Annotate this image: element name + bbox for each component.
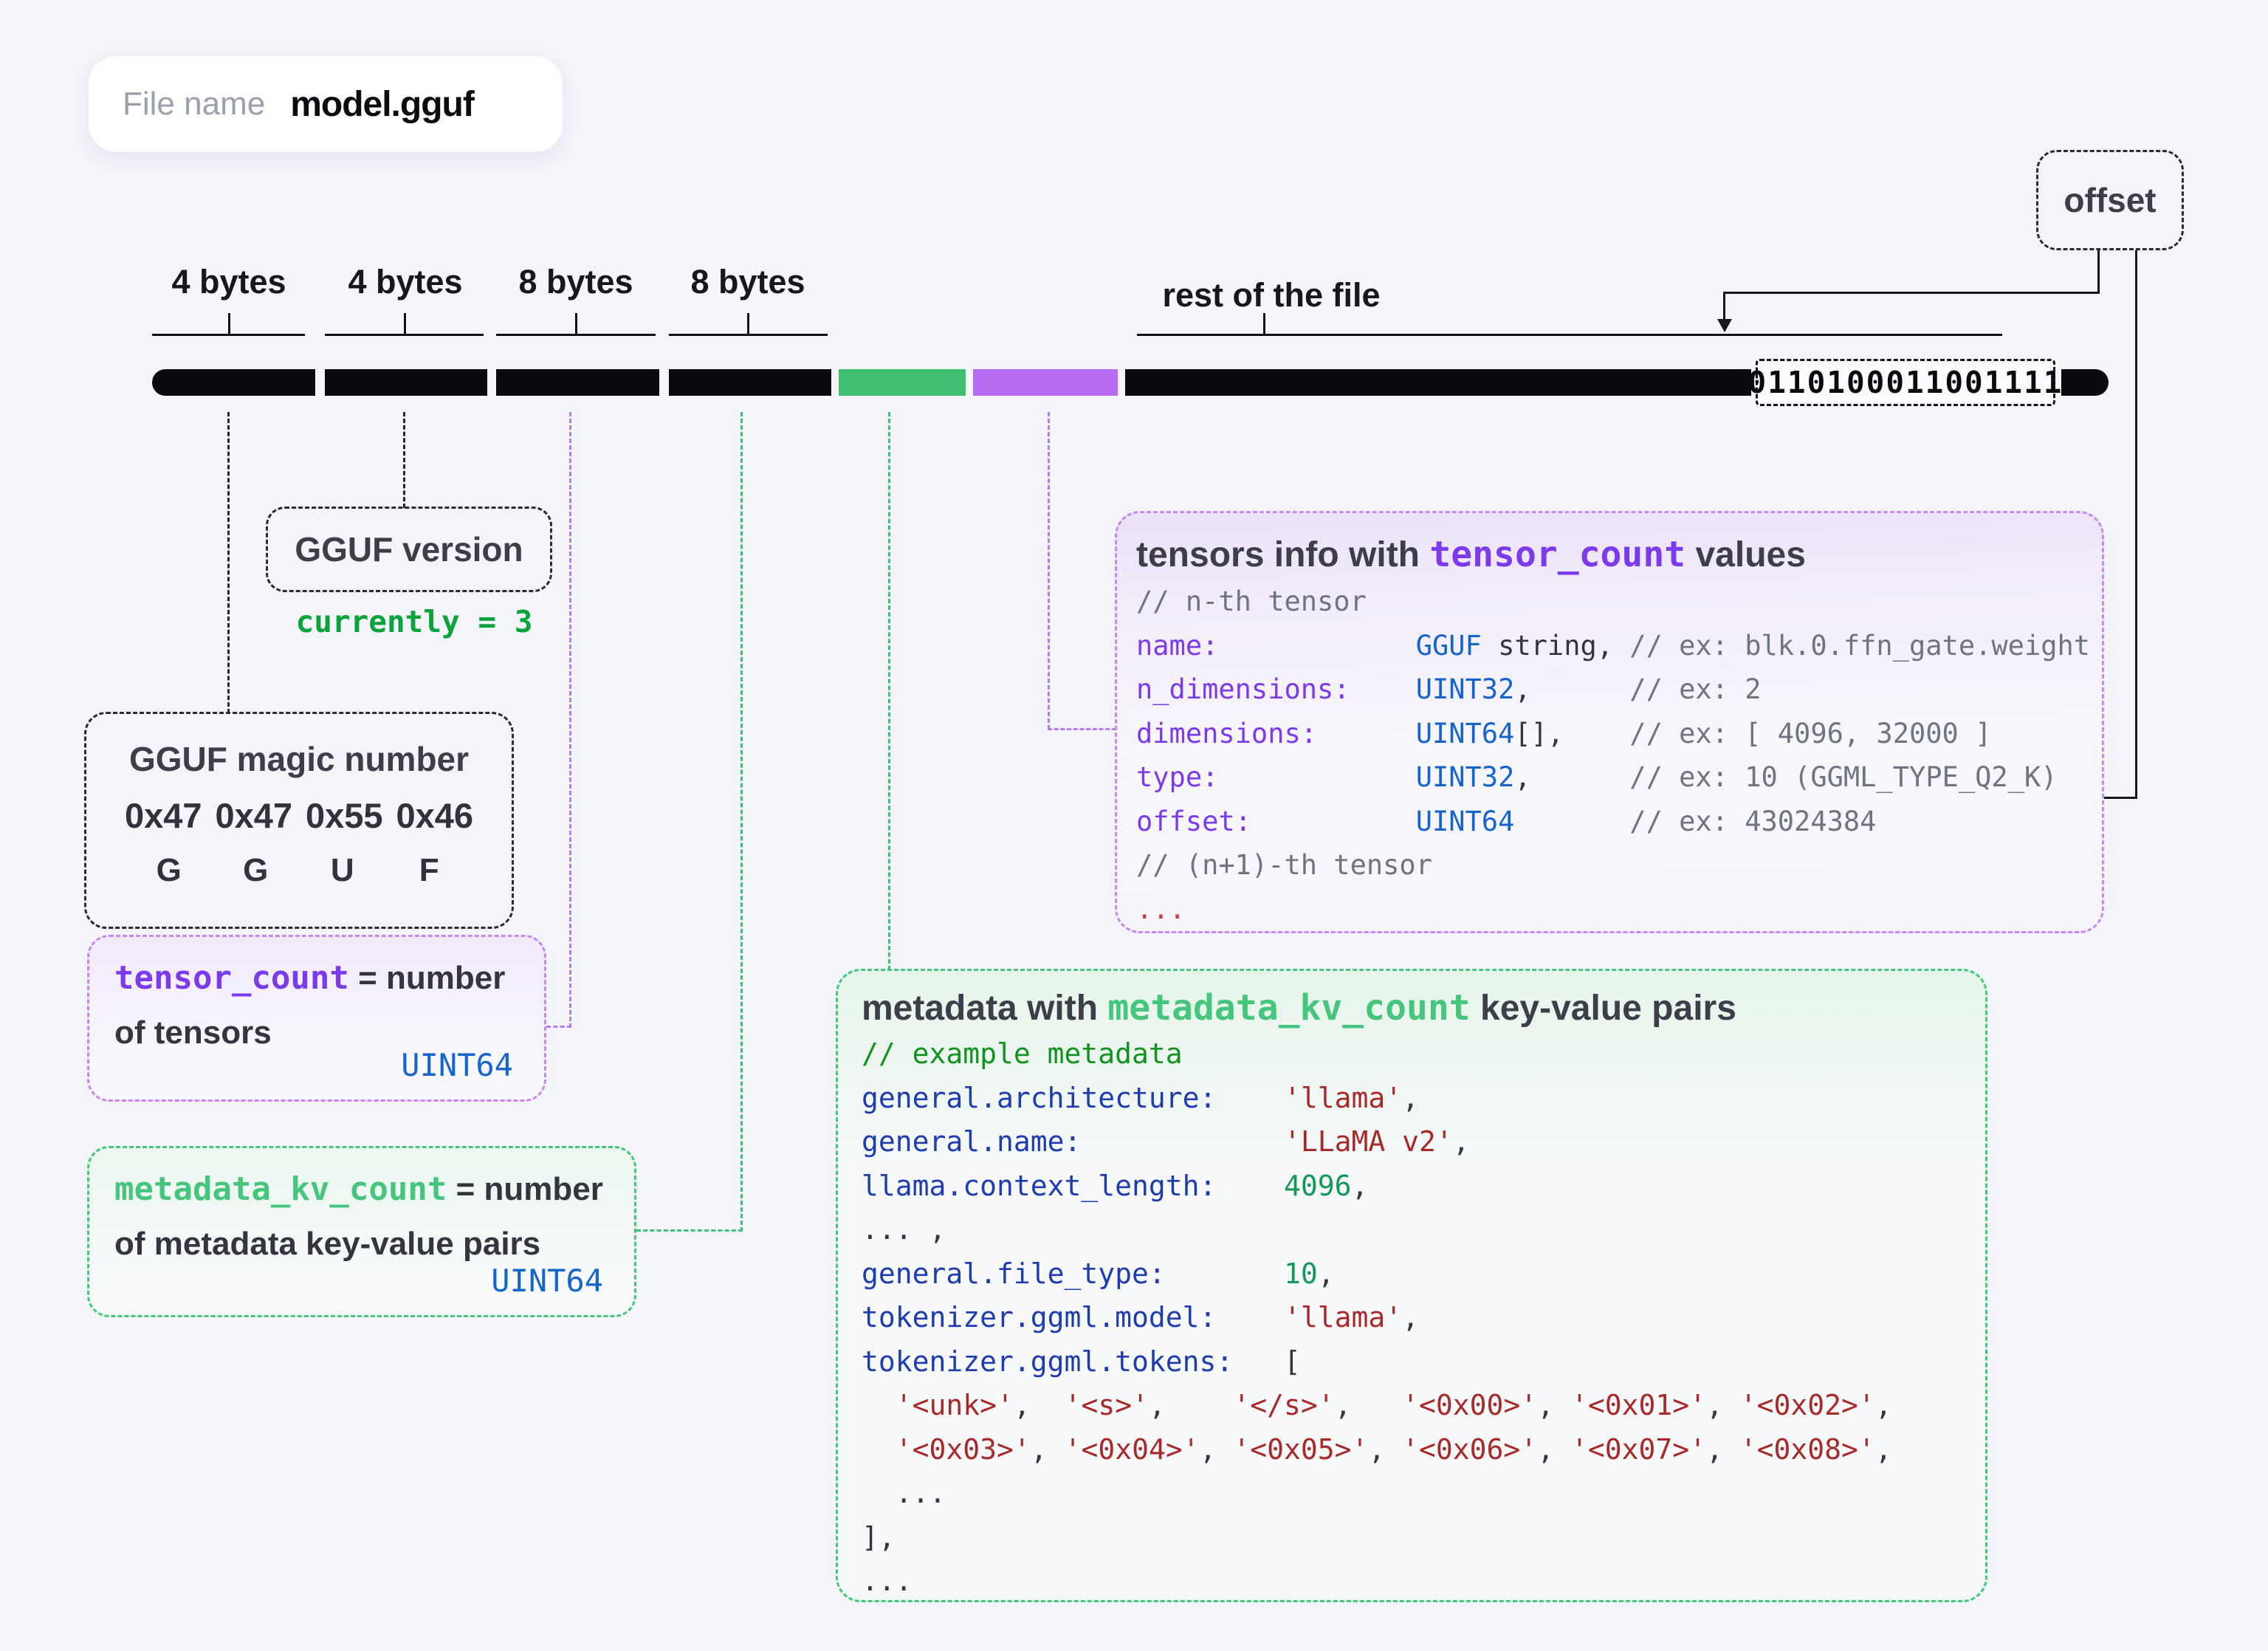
bar-segment-metadata (839, 369, 966, 396)
magic-char: G (243, 852, 269, 888)
byte-label-metadata-count: 8 bytes (690, 263, 805, 301)
offset-arrow-line (2097, 250, 2100, 294)
connector-tensor-count (569, 412, 571, 1028)
bracket-tick (404, 313, 406, 334)
bracket (152, 334, 305, 336)
magic-hex: 0x46 (396, 796, 474, 835)
connector-metadata-count (740, 412, 743, 1232)
connector-tensors-box (1048, 412, 1050, 730)
metadata-title: metadata with metadata_kv_count key-valu… (862, 987, 1736, 1029)
magic-hex: 0x47 (215, 796, 293, 835)
offset-value-line (2135, 250, 2137, 798)
bar-segment-metadata-count (669, 369, 831, 396)
bar-segment-version (325, 369, 487, 396)
magic-char: G (156, 852, 182, 888)
byte-label-version: 4 bytes (348, 263, 463, 301)
file-name-pill: File name model.gguf (89, 56, 563, 152)
offset-box: offset (2036, 150, 2184, 250)
connector-metadata-count-stub (636, 1229, 743, 1232)
offset-arrow-line (1723, 292, 1725, 321)
tensors-info-box: tensors info with tensor_count values //… (1115, 511, 2104, 933)
offset-arrow-line (1723, 292, 2100, 294)
bracket (496, 334, 656, 336)
magic-hex-row: 0x47 0x47 0x55 0x46 (118, 795, 480, 836)
connector-magic (227, 412, 230, 713)
metadata-kv-line1: metadata_kv_count = number (114, 1170, 603, 1208)
connector-metadata-box (888, 412, 890, 970)
gguf-magic-box: GGUF magic number 0x47 0x47 0x55 0x46 G … (84, 712, 514, 929)
magic-char-row: G G U F (126, 852, 472, 889)
bracket (325, 334, 484, 336)
magic-hex: 0x47 (124, 796, 202, 835)
bar-segment-magic (152, 369, 315, 396)
bracket-tick (747, 313, 749, 334)
magic-char: U (330, 852, 354, 888)
bar-segment-tensor-count (496, 369, 659, 396)
metadata-kv-count-box: metadata_kv_count = number of metadata k… (87, 1146, 636, 1317)
bracket-tick (1263, 313, 1265, 334)
metadata-kv-line2: of metadata key-value pairs (114, 1226, 541, 1262)
binary-data-box: 101101000110011110 (1728, 359, 2081, 406)
metadata-box: metadata with metadata_kv_count key-valu… (836, 969, 1987, 1602)
gguf-version-box: GGUF version (266, 507, 552, 592)
bracket-tick (228, 313, 230, 334)
metadata-kv-type: UINT64 (491, 1263, 603, 1299)
magic-hex: 0x55 (305, 796, 383, 835)
connector-version (403, 412, 405, 508)
gguf-version-title: GGUF version (295, 530, 523, 569)
version-note: currently = 3 (295, 604, 533, 639)
tensor-count-type: UINT64 (401, 1047, 513, 1083)
arrow-down-icon (1717, 319, 1732, 332)
byte-label-magic: 4 bytes (171, 263, 286, 301)
rest-of-file-label: rest of the file (1162, 276, 1381, 314)
file-name-label: File name (123, 86, 266, 122)
connector-tensor-count-stub (546, 1026, 571, 1028)
bar-segment-end-cap (2061, 369, 2109, 396)
tensor-count-line1: tensor_count = number (114, 959, 506, 997)
tensor-count-line2: of tensors (114, 1015, 272, 1051)
tensor-count-box: tensor_count = number of tensors UINT64 (87, 935, 546, 1102)
magic-char: F (419, 852, 439, 888)
metadata-kv-name: metadata_kv_count (114, 1170, 447, 1208)
bar-segment-tensors-info (973, 369, 1118, 396)
bar-segment-rest (1125, 369, 1751, 396)
binary-value: 101101000110011110 (1728, 365, 2083, 400)
tensors-info-title: tensors info with tensor_count values (1136, 534, 1806, 575)
tensor-count-name: tensor_count (114, 959, 349, 997)
byte-label-tensor-count: 8 bytes (518, 263, 633, 301)
file-name-value: model.gguf (290, 84, 475, 124)
bracket-rest (1137, 334, 2002, 336)
tensors-info-title-code: tensor_count (1429, 534, 1686, 575)
gguf-magic-title: GGUF magic number (128, 740, 470, 778)
connector-tensors-box-stub (1048, 728, 1116, 730)
metadata-title-code: metadata_kv_count (1107, 987, 1471, 1029)
bracket (669, 334, 828, 336)
bracket-tick (575, 313, 577, 334)
offset-box-label: offset (2063, 181, 2157, 219)
